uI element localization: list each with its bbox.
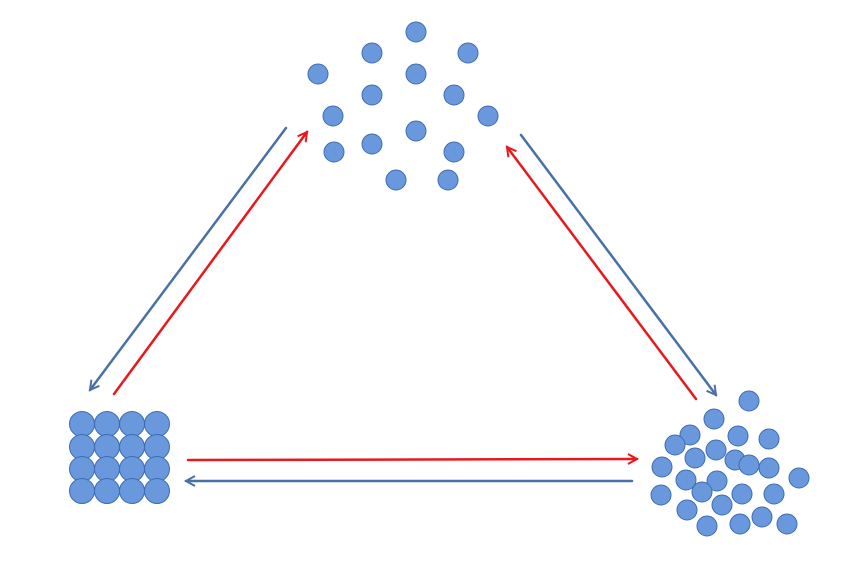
liquid-particle	[684, 447, 706, 469]
liquid-particle	[711, 494, 733, 516]
solid-particle	[69, 411, 95, 437]
solid-particle	[69, 456, 95, 482]
gas-particle	[322, 105, 344, 127]
gas-particle	[361, 84, 383, 106]
liquid-particle	[703, 408, 725, 430]
gas-particle	[361, 42, 383, 64]
arrow-gas-to-solid	[88, 126, 288, 390]
liquid-particle	[650, 484, 672, 506]
solid-particle	[94, 478, 120, 504]
solid-particle	[119, 456, 145, 482]
gas-particle	[437, 169, 459, 191]
solid-particle	[119, 434, 145, 460]
liquid-particle	[651, 456, 673, 478]
liquid-particle	[664, 434, 686, 456]
gas-particle	[405, 21, 427, 43]
solid-particle	[144, 478, 170, 504]
liquid-particle	[738, 390, 760, 412]
liquid-particle	[758, 428, 780, 450]
solid-particle	[119, 478, 145, 504]
liquid-state	[650, 390, 810, 537]
liquid-particle	[679, 424, 701, 446]
arrow-solid-to-gas	[112, 132, 309, 396]
liquid-particle	[751, 506, 773, 528]
gas-particle	[477, 105, 499, 127]
liquid-particle	[727, 425, 749, 447]
gas-particle	[443, 84, 465, 106]
liquid-particle	[758, 457, 780, 479]
solid-particle	[144, 411, 170, 437]
gas-particle	[405, 120, 427, 142]
liquid-particle	[776, 513, 798, 535]
solid-particle	[144, 456, 170, 482]
liquid-particle	[729, 513, 751, 535]
gas-particle	[323, 141, 345, 163]
liquid-particle	[706, 470, 728, 492]
gas-particle	[307, 63, 329, 85]
gas-particle	[457, 42, 479, 64]
solid-particle	[94, 434, 120, 460]
gas-state	[307, 21, 499, 191]
solid-particle	[119, 411, 145, 437]
liquid-particle	[696, 515, 718, 537]
liquid-particle	[731, 483, 753, 505]
liquid-particle	[788, 467, 810, 489]
liquid-particle	[691, 481, 713, 503]
gas-particle	[361, 133, 383, 155]
transition-arrows	[88, 126, 718, 481]
solid-state	[69, 411, 170, 504]
solid-particle	[94, 411, 120, 437]
gas-particle	[443, 141, 465, 163]
liquid-particle	[705, 439, 727, 461]
liquid-particle	[763, 483, 785, 505]
arrow-solid-to-liquid	[186, 459, 637, 460]
liquid-particle	[676, 499, 698, 521]
arrow-liquid-to-gas	[505, 147, 698, 401]
solid-particle	[94, 456, 120, 482]
arrow-gas-to-liquid	[519, 133, 718, 395]
solid-particle	[69, 478, 95, 504]
liquid-particle	[675, 469, 697, 491]
solid-particle	[69, 434, 95, 460]
gas-particle	[405, 63, 427, 85]
solid-particle	[144, 434, 170, 460]
gas-particle	[385, 169, 407, 191]
liquid-particle	[738, 454, 760, 476]
